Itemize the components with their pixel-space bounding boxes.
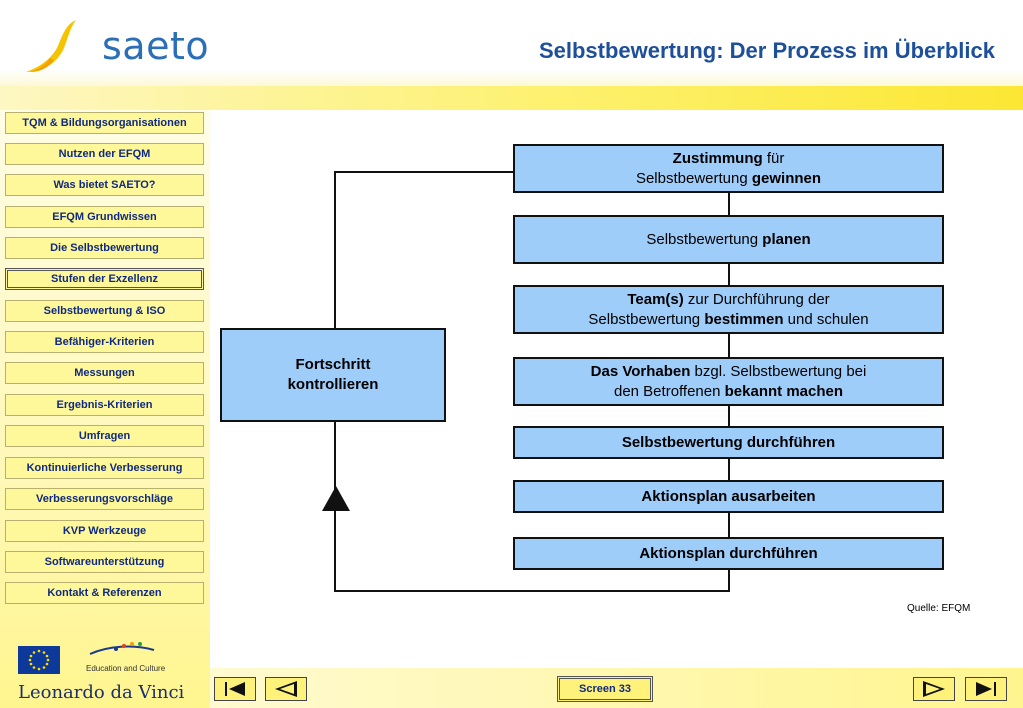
play-back-icon <box>275 681 297 697</box>
skip-to-first-icon <box>225 682 245 696</box>
connector-top-horizontal <box>334 171 514 173</box>
education-culture-text: Education and Culture <box>86 664 166 673</box>
sidebar-item-ergebnis-kriterien[interactable]: Ergebnis-Kriterien <box>5 394 204 416</box>
sidebar-item-befähiger-kriterien[interactable]: Befähiger-Kriterien <box>5 331 204 353</box>
page-title: Selbstbewertung: Der Prozess im Überblic… <box>538 38 995 63</box>
step-box-5: Selbstbewertung durchführen <box>513 426 944 459</box>
step-1-line-2: Selbstbewertung gewinnen <box>635 169 822 187</box>
saeto-swoosh-icon <box>26 20 76 72</box>
control-box-line-1: Fortschritt <box>295 356 371 373</box>
step-7-line-1: Aktionsplan durchführen <box>639 544 818 562</box>
sidebar-item-kvp-werkzeuge[interactable]: KVP Werkzeuge <box>5 520 204 542</box>
sidebar-item-kontinuierliche-verbesserung[interactable]: Kontinuierliche Verbesserung <box>5 457 204 479</box>
eu-flag-icon <box>18 646 60 674</box>
last-screen-button[interactable] <box>965 677 1007 701</box>
step-2-line-1: Selbstbewertung planen <box>646 230 811 248</box>
step-box-2: Selbstbewertung planen <box>513 215 944 264</box>
step-box-7: Aktionsplan durchführen <box>513 537 944 570</box>
sidebar-item-nutzen-der-efqm[interactable]: Nutzen der EFQM <box>5 143 204 165</box>
step-4-line-2: den Betroffenen bekannt machen <box>613 382 844 400</box>
step-6-line-1: Aktionsplan ausarbeiten <box>641 487 816 505</box>
step-4-line-1: Das Vorhaben bzgl. Selbstbewertung bei <box>590 362 867 380</box>
step-3-line-2: Selbstbewertung bestimmen und schulen <box>588 310 869 328</box>
control-box-line-2: kontrollieren <box>287 376 379 393</box>
step-box-4: Das Vorhaben bzgl. Selbstbewertung bei d… <box>513 357 944 406</box>
logo-text: saeto <box>102 24 210 68</box>
sidebar-item-selbstbewertung-iso[interactable]: Selbstbewertung & ISO <box>5 300 204 322</box>
sidebar-item-die-selbstbewertung[interactable]: Die Selbstbewertung <box>5 237 204 259</box>
previous-screen-button[interactable] <box>265 677 307 701</box>
first-screen-button[interactable] <box>214 677 256 701</box>
sidebar-item-umfragen[interactable]: Umfragen <box>5 425 204 447</box>
header-bar <box>0 0 1023 92</box>
step-1-line-1: Zustimmung für <box>672 149 785 167</box>
step-box-3: Team(s) zur Durchführung der Selbstbewer… <box>513 285 944 334</box>
step-3-line-1: Team(s) zur Durchführung der <box>627 290 830 308</box>
sidebar-item-stufen-der-exzellenz[interactable]: Stufen der Exzellenz <box>5 268 204 290</box>
saeto-logo: saeto <box>20 14 209 76</box>
leonardo-da-vinci-logo: Leonardo da Vinci <box>18 682 185 703</box>
next-screen-button[interactable] <box>913 677 955 701</box>
step-box-1: Zustimmung für Selbstbewertung gewinnen <box>513 144 944 193</box>
arrow-up-icon <box>322 486 350 511</box>
sidebar-item-efqm-grundwissen[interactable]: EFQM Grundwissen <box>5 206 204 228</box>
step-5-line-1: Selbstbewertung durchführen <box>621 433 836 451</box>
source-note: Quelle: EFQM <box>907 603 971 614</box>
sidebar-item-kontakt-referenzen[interactable]: Kontakt & Referenzen <box>5 582 204 604</box>
sidebar-item-verbesserungsvorschläge[interactable]: Verbesserungsvorschläge <box>5 488 204 510</box>
sidebar-item-was-bietet-saeto[interactable]: Was bietet SAETO? <box>5 174 204 196</box>
header-strip <box>0 86 1023 110</box>
sidebar-item-softwareunterstützung[interactable]: Softwareunterstützung <box>5 551 204 573</box>
connector-left-vertical-upper <box>334 171 336 329</box>
control-box: Fortschritt kontrollieren <box>220 328 446 422</box>
screen-counter: Screen 33 <box>557 676 653 702</box>
skip-to-last-icon <box>976 682 996 696</box>
step-box-6: Aktionsplan ausarbeiten <box>513 480 944 513</box>
play-forward-icon <box>923 681 945 697</box>
education-culture-icon <box>89 642 155 655</box>
sidebar-item-tqm-bildungsorganisationen[interactable]: TQM & Bildungsorganisationen <box>5 112 204 134</box>
sidebar-item-messungen[interactable]: Messungen <box>5 362 204 384</box>
connector-bottom-horizontal <box>334 590 730 592</box>
